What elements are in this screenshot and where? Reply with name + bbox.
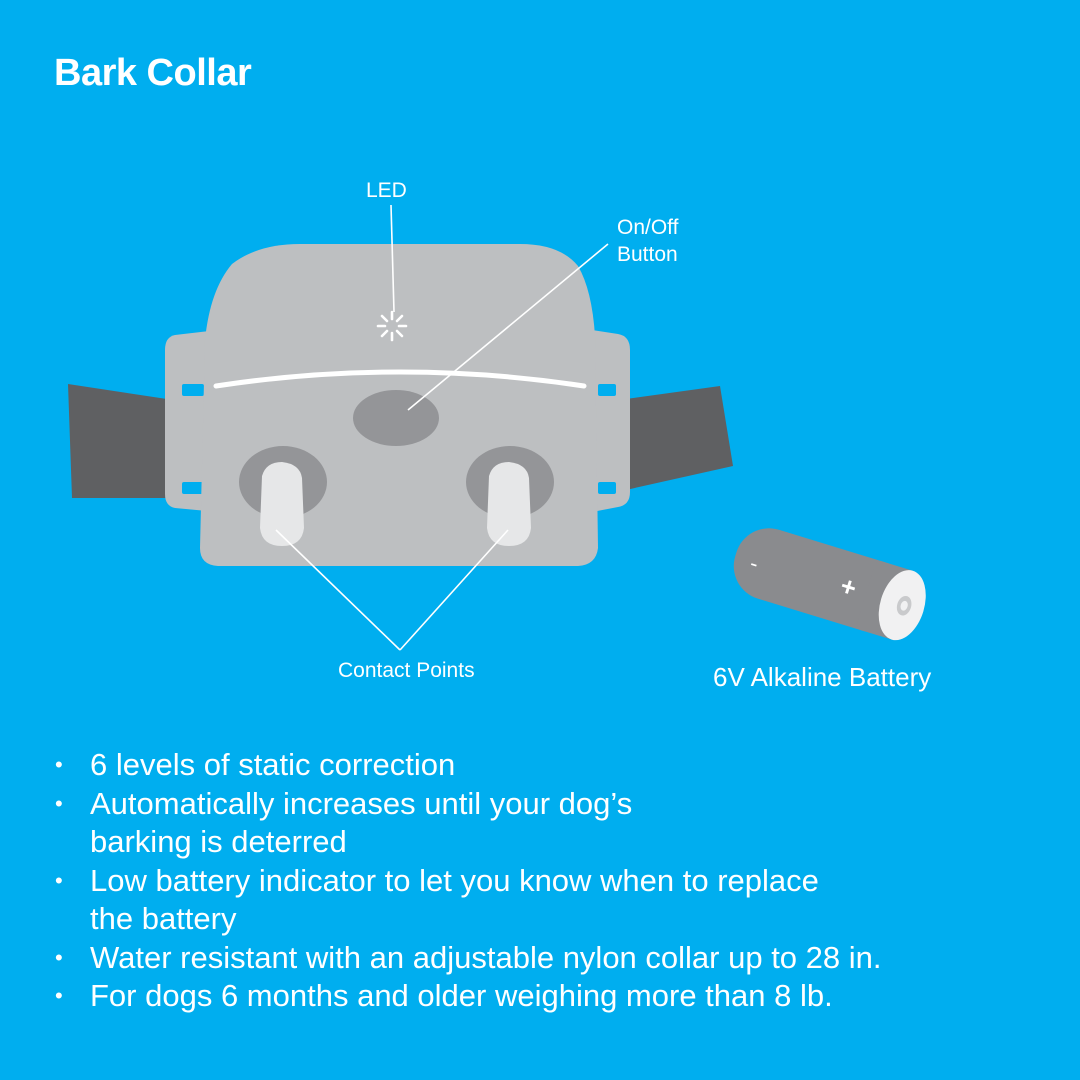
page-title: Bark Collar [54,52,252,94]
battery-label: 6V Alkaline Battery [713,662,932,692]
feature-text: 6 levels of static correction [90,747,456,782]
on-off-label-line1: On/Off [617,216,679,239]
feature-item: • Automatically increases until your dog… [52,785,1052,862]
led-icon [376,310,408,342]
feature-text: Water resistant with an adjustable nylon… [90,939,882,975]
contact-point-left [239,446,327,546]
feature-item: • Low battery indicator to let you know … [52,862,1052,939]
battery-icon [733,528,926,641]
bullet-icon: • [55,752,63,777]
feature-list: • 6 levels of static correction • Automa… [52,746,1052,1016]
on-off-button-label: On/Off Button [617,214,678,268]
feature-item: • 6 levels of static correction [52,746,1052,785]
feature-item: • For dogs 6 months and older weighing m… [52,977,1052,1016]
bullet-icon: • [55,790,63,816]
feature-item: • Water resistant with an adjustable nyl… [52,939,1052,978]
light-strip [213,369,587,389]
right-lug [592,330,630,512]
on-off-label-line2: Button [617,243,678,266]
bullet-icon: • [55,944,63,970]
feature-text-continued: barking is deterred [90,824,347,859]
feature-text: Low battery indicator to let you know wh… [90,862,819,898]
led-label: LED [366,179,407,202]
collar-illustration: - + [68,204,926,651]
bullet-icon: • [55,983,63,1008]
feature-text: For dogs 6 months and older weighing mor… [90,978,833,1013]
contact-point-right [466,446,554,546]
bullet-icon: • [55,867,63,893]
contact-points-label: Contact Points [338,659,475,682]
feature-text-continued: the battery [90,901,237,936]
on-off-button [353,390,439,446]
feature-text: Automatically increases until your dog’s [90,785,633,821]
